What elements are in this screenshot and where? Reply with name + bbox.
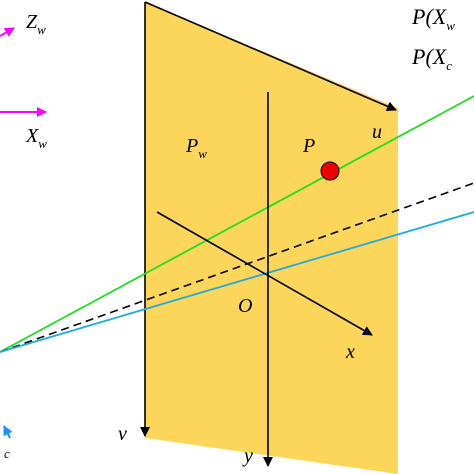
camera-c-label: c [4,446,10,461]
point-p [320,161,340,181]
origin-label: O [238,295,252,317]
v-label: v [118,423,127,445]
green-ray [0,95,474,353]
u-label: u [372,121,382,143]
x-axis-arrow [156,211,373,336]
y-label: y [242,445,253,467]
xw-label: Xw [25,125,47,151]
blue-ray [0,211,474,353]
zw-axis-arrow [0,27,15,37]
equation-camera: P(Xc [411,44,452,73]
optical-axis-dashed [0,182,474,353]
zw-label: Zw [26,11,46,37]
u-axis-arrow [144,1,397,112]
x-label: x [345,341,355,363]
pw-label: Pw [185,135,207,161]
equation-world: P(Xw [411,4,455,33]
camera-axis-arrow [3,425,13,439]
image-plane [145,2,398,474]
p-point-label: P [302,135,315,157]
